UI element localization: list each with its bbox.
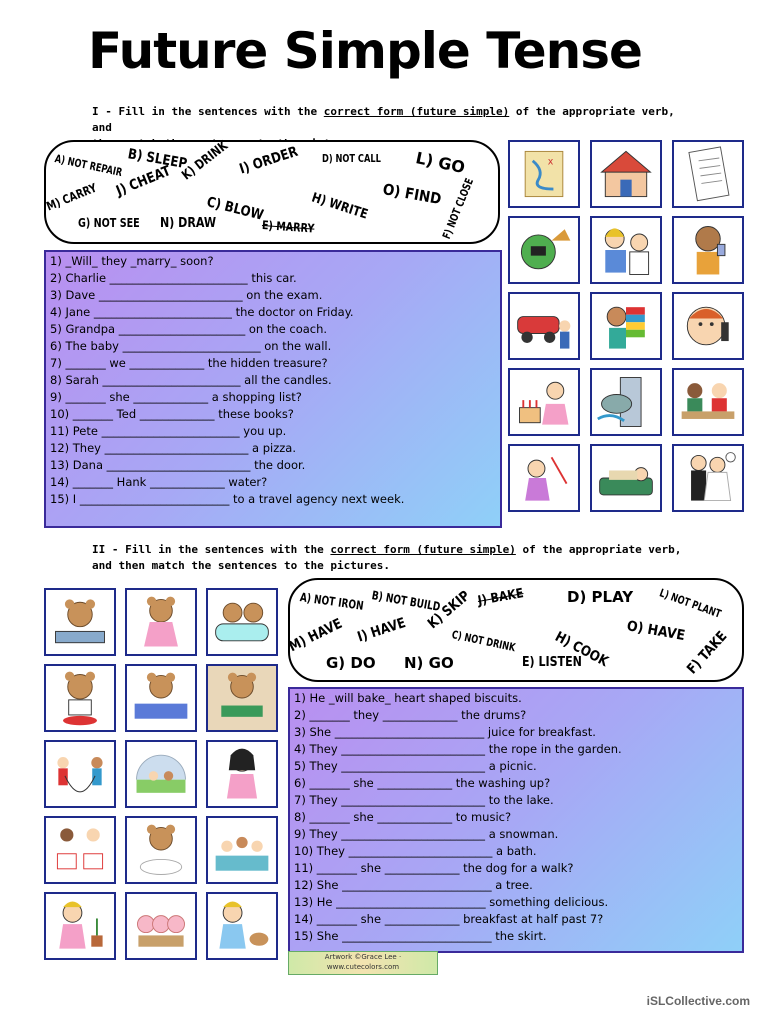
part1-sentence-1: 1) _Will_ they _marry_ soon?: [50, 254, 214, 268]
picture-fish-closing: [590, 368, 662, 436]
part2-verb-4: D) PLAY: [567, 588, 634, 606]
part1-instr-underline: correct form (future simple): [323, 105, 510, 118]
part1-verb-11: G) NOT SEE: [78, 216, 140, 230]
picture-bear-ironing: [125, 588, 197, 656]
part1-instr-suffix: of the appropriate verb, and: [92, 105, 675, 134]
part2-sentence-box: 1) He _will bake_ heart shaped biscuits.…: [288, 687, 744, 953]
picture-bear-breakfast: [125, 664, 197, 732]
part1-verb-4: D) NOT CALL: [322, 152, 381, 165]
picture-girl-dog-walk: [206, 892, 278, 960]
part1-sentence-8: 8) Sarah ________________________ all th…: [50, 373, 332, 387]
part2-sentence-12: 12) She __________________________ a tre…: [294, 878, 533, 892]
part2-instr-line2: and then match the sentences to the pict…: [92, 559, 391, 572]
picture-girl-planting: [44, 892, 116, 960]
part2-sentence-10: 10) They _________________________ a bat…: [294, 844, 537, 858]
part1-sentence-7: 7) _______ we _____________ the hidden t…: [50, 356, 328, 370]
part1-sentence-13: 13) Dana _________________________ the d…: [50, 458, 306, 472]
part2-sentence-7: 7) They _________________________ to the…: [294, 793, 554, 807]
part2-verb-14: E) LISTEN: [522, 655, 582, 670]
part2-verb-13: N) GO: [404, 654, 454, 672]
part2-sentence-6: 6) _______ she _____________ the washing…: [294, 776, 551, 790]
part2-sentence-1: 1) He _will bake_ heart shaped biscuits.: [294, 691, 522, 705]
picture-shopping-list: [672, 140, 744, 208]
part2-sentence-9: 9) They _________________________ a snow…: [294, 827, 559, 841]
site-watermark: iSLCollective.com: [646, 994, 750, 1008]
picture-house: [590, 140, 662, 208]
part2-instr-underline: correct form (future simple): [330, 543, 516, 556]
part2-instr-prefix: II - Fill in the sentences with the: [92, 543, 331, 556]
picture-restaurant-pizza: [672, 368, 744, 436]
picture-pigs-building: [125, 892, 197, 960]
picture-treasure-map: x: [508, 140, 580, 208]
picture-bear-baking: [206, 664, 278, 732]
picture-phone-booking: [508, 216, 580, 284]
part1-sentence-4: 4) Jane ________________________ the doc…: [50, 305, 354, 319]
picture-kids-picnic: [125, 740, 197, 808]
part1-instr-prefix: I - Fill in the sentences with the: [92, 105, 324, 118]
part1-sentence-11: 11) Pete ________________________ you up…: [50, 424, 287, 438]
part2-verb-12: G) DO: [326, 654, 376, 672]
part1-sentence-2: 2) Charlie ________________________ this…: [50, 271, 297, 285]
part2-sentence-2: 2) _______ they _____________ the drums?: [294, 708, 527, 722]
part2-sentence-4: 4) They _________________________ the ro…: [294, 742, 622, 756]
part1-sentence-5: 5) Grandpa ______________________ on the…: [50, 322, 328, 336]
picture-bear-cooking: [44, 664, 116, 732]
picture-bear-washing-up: [44, 588, 116, 656]
part1-sentence-15: 15) I __________________________ to a tr…: [50, 492, 405, 506]
part2-sentence-11: 11) _______ she _____________ the dog fo…: [294, 861, 574, 875]
part2-sentence-3: 3) She __________________________ juice …: [294, 725, 596, 739]
picture-car-repair: [508, 292, 580, 360]
picture-bears-bath: [206, 588, 278, 656]
part1-sentence-6: 6) The baby ________________________ on …: [50, 339, 332, 353]
picture-boy-phone: [672, 292, 744, 360]
part1-sentence-14: 14) _______ Hank _____________ water?: [50, 475, 268, 489]
part1-sentence-box: 1) _Will_ they _marry_ soon? 2) Charlie …: [44, 250, 502, 528]
part2-sentence-5: 5) They _________________________ a picn…: [294, 759, 537, 773]
part2-sentence-14: 14) _______ she _____________ breakfast …: [294, 912, 604, 926]
part1-sentence-12: 12) They _________________________ a piz…: [50, 441, 297, 455]
part2-sentence-15: 15) She __________________________ the s…: [294, 929, 547, 943]
picture-kids-lake: [206, 816, 278, 884]
page-title: Future Simple Tense: [88, 22, 643, 80]
part1-verb-12: N) DRAW: [160, 216, 217, 231]
part1-verb-cloud: [44, 140, 500, 244]
picture-kids-skipping: [44, 740, 116, 808]
part1-sentence-3: 3) Dave _________________________ on the…: [50, 288, 323, 302]
picture-blowing-candles: [508, 368, 580, 436]
part2-instructions: II - Fill in the sentences with the corr…: [92, 542, 692, 574]
picture-wedding-couple: [672, 444, 744, 512]
part1-sentence-9: 9) _______ she _____________ a shopping …: [50, 390, 302, 404]
picture-boy-books: [590, 292, 662, 360]
part2-sentence-13: 13) He __________________________ someth…: [294, 895, 609, 909]
part2-instr-suffix: of the appropriate verb,: [515, 543, 682, 556]
part1-sentence-10: 10) _______ Ted _____________ these book…: [50, 407, 294, 421]
picture-girl-music: [206, 740, 278, 808]
picture-bear-snowman: [125, 816, 197, 884]
artwork-credit: Artwork ©Grace Lee · www.cutecolors.com: [288, 951, 438, 975]
part2-verb-cloud: [288, 578, 744, 682]
picture-sleeping-grandpa: [590, 444, 662, 512]
picture-doctor-visit: [590, 216, 662, 284]
svg-text:x: x: [548, 157, 554, 168]
picture-kids-drums: [44, 816, 116, 884]
picture-girl-drawing: [508, 444, 580, 512]
picture-drinking-man: [672, 216, 744, 284]
part2-sentence-8: 8) _______ she _____________ to music?: [294, 810, 512, 824]
artwork-credit-text: Artwork ©Grace Lee · www.cutecolors.com: [324, 953, 402, 971]
